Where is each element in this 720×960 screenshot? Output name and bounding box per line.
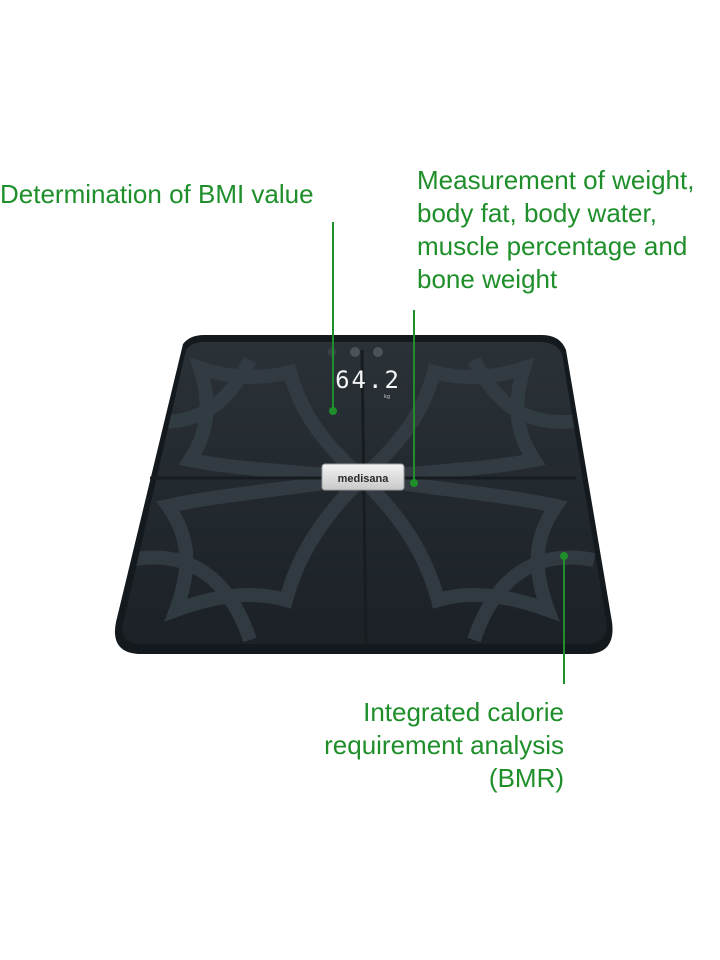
annotation-calorie: Integrated calorie requirement analysis … <box>324 697 564 793</box>
sensor-dot <box>350 347 360 357</box>
callout-dot-bmi <box>329 407 337 415</box>
brand-badge <box>321 463 405 491</box>
weight-display: 64.2 <box>335 366 401 394</box>
annotation-measurement: Measurement of weight, body fat, body wa… <box>417 165 695 294</box>
flower-pattern <box>128 356 596 643</box>
seam-vertical <box>360 349 368 645</box>
callout-dot-calorie <box>560 552 568 560</box>
weight-display-unit: kg <box>384 394 390 400</box>
sensor-dot <box>373 347 383 357</box>
annotation-bmi: Determination of BMI value <box>0 179 314 209</box>
callout-dot-measurement <box>410 479 418 487</box>
brand-logo: medisana <box>338 473 390 485</box>
